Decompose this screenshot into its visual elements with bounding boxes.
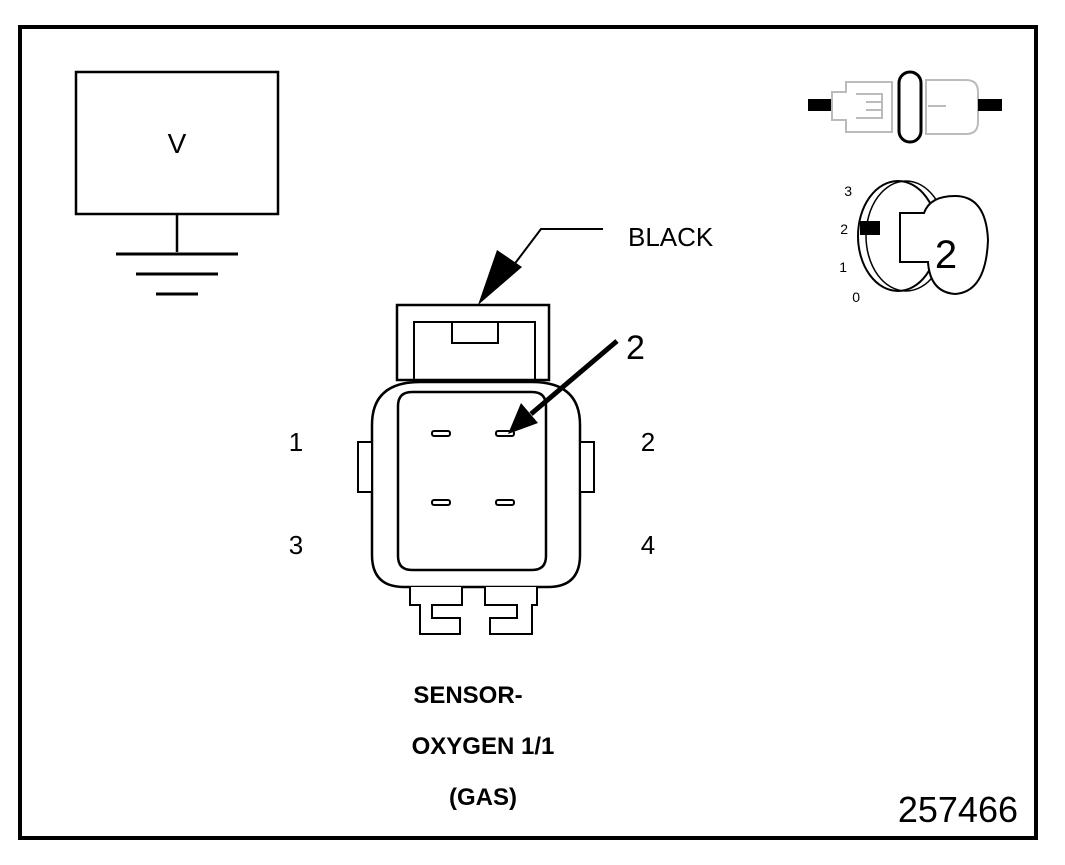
caption-line-1: SENSOR- xyxy=(413,682,522,709)
ground-symbol-icon xyxy=(116,214,238,296)
voltmeter: V xyxy=(74,70,280,296)
wire-color-label: BLACK xyxy=(628,222,714,252)
pin-label-2: 2 xyxy=(641,427,655,457)
oxygen-sensor-connector xyxy=(357,303,595,635)
arrow-icon xyxy=(508,403,538,434)
key-position-3: 3 xyxy=(844,183,852,199)
key-position-2: 2 xyxy=(840,221,848,237)
pin-label-4: 4 xyxy=(641,530,655,560)
ignition-switch-icon: 3 2 1 0 2 xyxy=(839,180,990,305)
figure-number: 257466 xyxy=(898,789,1018,830)
wire-color-callout: BLACK xyxy=(478,222,714,305)
caption-line-3: (GAS) xyxy=(449,784,517,811)
voltmeter-label: V xyxy=(168,128,187,159)
arrow-icon xyxy=(478,250,522,305)
key-number: 2 xyxy=(935,233,957,277)
terminal-4 xyxy=(495,499,515,506)
caption-line-2: OXYGEN 1/1 xyxy=(412,733,555,760)
pin-label-1: 1 xyxy=(289,427,303,457)
connector-disconnected-icon xyxy=(808,70,1002,144)
terminal-3 xyxy=(431,499,451,506)
pin-callout: 2 xyxy=(508,329,645,434)
terminal-1 xyxy=(431,430,451,437)
key-position-0: 0 xyxy=(852,289,860,305)
pin-callout-number: 2 xyxy=(626,329,645,367)
key-position-1: 1 xyxy=(839,259,847,275)
pin-label-3: 3 xyxy=(289,530,303,560)
